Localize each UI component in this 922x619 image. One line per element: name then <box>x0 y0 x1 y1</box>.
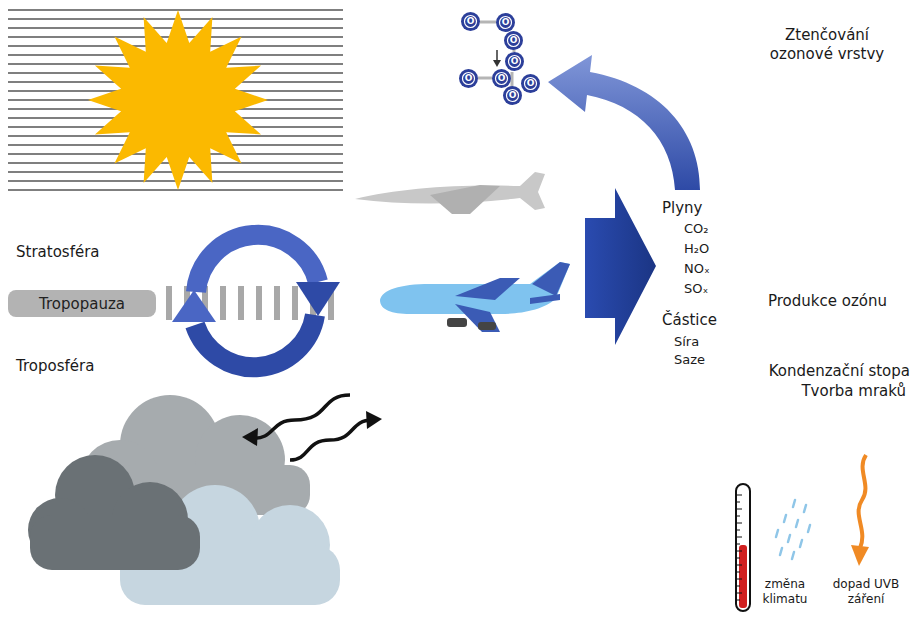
clouds <box>28 395 340 605</box>
atom-symbol: O <box>502 18 510 27</box>
supersonic-jet <box>355 172 545 214</box>
gas-formula: H₂O <box>684 241 709 257</box>
curved-arrow <box>548 55 700 190</box>
gas-formula: CO₂ <box>684 221 709 237</box>
uvb-arrow <box>859 455 866 548</box>
tropopause-band: Tropopauza <box>8 290 156 317</box>
big-arrow <box>585 188 656 345</box>
sun <box>88 10 268 190</box>
atom-symbol: O <box>498 74 506 83</box>
atom-symbol: O <box>467 17 475 26</box>
oxygen-atom: O <box>461 12 480 31</box>
effect-label: Tvorba mraků <box>801 382 906 401</box>
atom-symbol: O <box>465 74 473 83</box>
rain-drops <box>776 500 810 559</box>
effect-label: Kondenzační stopa <box>769 362 910 381</box>
atom-symbol: O <box>527 79 535 88</box>
airliner <box>380 262 570 332</box>
atom-symbol: O <box>510 36 518 45</box>
layer-label: Troposféra <box>16 357 94 376</box>
sky-lines <box>8 10 343 190</box>
group-heading: Částice <box>662 311 717 330</box>
oxygen-atom: O <box>496 13 515 32</box>
wavy-arrows <box>252 395 372 460</box>
thermometer <box>736 484 750 611</box>
uvb-arrowhead <box>851 545 869 566</box>
effect-label: Ztenčování ozonové vrstvy <box>752 26 902 64</box>
ozone-reaction-arrow <box>493 50 501 67</box>
icon-caption: změna klimatu <box>755 577 815 607</box>
particle-name: Saze <box>674 352 705 368</box>
gas-formula: SOₓ <box>684 281 708 297</box>
group-heading: Plyny <box>662 199 702 218</box>
atom-symbol: O <box>511 57 519 66</box>
oxygen-atom: O <box>503 86 522 105</box>
effect-label: Produkce ozónu <box>768 292 887 311</box>
oxygen-atom: O <box>492 69 511 88</box>
circular-arrow <box>172 235 340 367</box>
gas-formula: NOₓ <box>684 261 710 277</box>
oxygen-atom: O <box>459 69 478 88</box>
particle-name: Síra <box>674 334 699 350</box>
oxygen-atom: O <box>505 52 524 71</box>
band-label: Tropopauza <box>29 292 135 316</box>
atom-symbol: O <box>509 91 517 100</box>
layer-label: Stratosféra <box>16 243 100 262</box>
oxygen-atom: O <box>504 31 523 50</box>
oxygen-atom: O <box>521 74 540 93</box>
icon-caption: dopad UVB záření <box>826 577 906 607</box>
